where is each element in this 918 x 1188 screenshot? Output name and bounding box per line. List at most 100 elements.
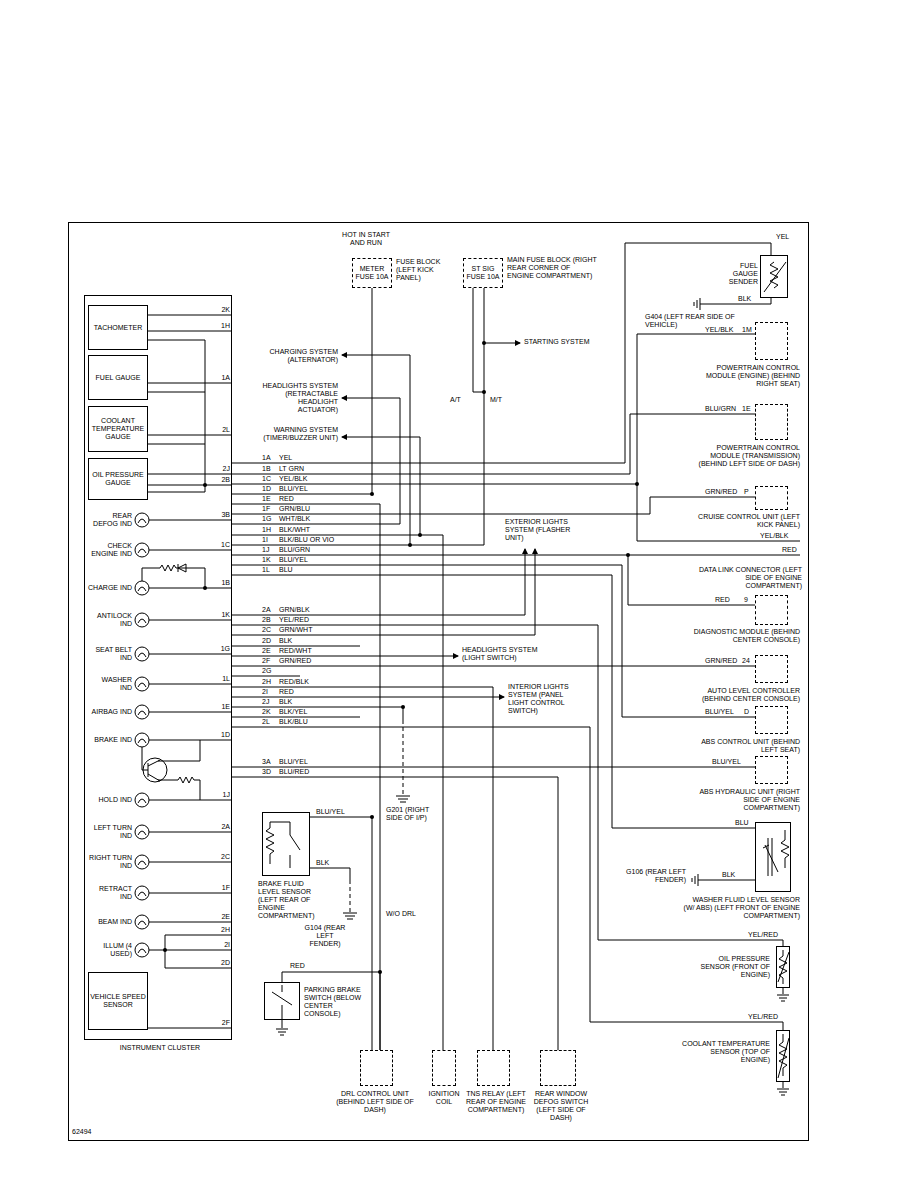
component-box: COOLANT TEMPERATURE SENSOR (TOP OF ENGIN… bbox=[776, 1030, 790, 1082]
wire-label: 1L bbox=[206, 675, 230, 683]
wire-label: 2D bbox=[206, 959, 230, 967]
wire-label: BLK/YEL bbox=[279, 708, 343, 716]
wire-label: AIRBAG IND bbox=[88, 708, 132, 716]
component-label: REAR WINDOW DEFOG SWITCH (LEFT SIDE OF D… bbox=[530, 1090, 592, 1122]
wire-label: BLK bbox=[738, 295, 758, 303]
wire-label: 1F bbox=[262, 505, 278, 513]
component-label: BRAKE FLUID LEVEL SENSOR (LEFT REAR OF E… bbox=[258, 880, 324, 920]
component-label: METER FUSE 10A bbox=[354, 265, 390, 281]
wire-label: 1E bbox=[742, 405, 754, 413]
wire-label: 2I bbox=[206, 941, 230, 949]
wire-label: 1G bbox=[206, 645, 230, 653]
cluster-housing: INSTRUMENT CLUSTERTACHOMETERFUEL GAUGECO… bbox=[84, 295, 232, 1040]
wire-label: BLK bbox=[279, 637, 343, 645]
resistor-symbol bbox=[764, 262, 786, 292]
wire-label: 1F bbox=[206, 884, 230, 892]
page-frame bbox=[69, 223, 809, 1141]
component-box: AUTO LEVEL CONTROLLER (BEHIND CENTER CON… bbox=[755, 655, 788, 683]
wire-label: 1B bbox=[206, 579, 230, 587]
component-label: VEHICLE SPEED SENSOR bbox=[90, 993, 146, 1009]
signal-arrow bbox=[232, 549, 535, 635]
wire-label: 9 bbox=[744, 596, 754, 604]
wire-label: 1I bbox=[262, 536, 278, 544]
wire-label: YEL bbox=[279, 454, 343, 462]
wire-label: M/T bbox=[490, 396, 510, 404]
wire-label: GRN/BLU bbox=[279, 505, 343, 513]
wire-label: 2H bbox=[206, 926, 230, 934]
wire-label: BLK/WHT bbox=[279, 526, 343, 534]
wire-label: YEL/RED bbox=[748, 931, 782, 939]
wire-label: 1K bbox=[206, 611, 230, 619]
junction-dot bbox=[401, 705, 405, 709]
switch-symbol bbox=[272, 985, 292, 1035]
wire-label: 2L bbox=[206, 426, 230, 434]
indicator-bulb bbox=[135, 581, 149, 595]
wire-label: 1J bbox=[262, 546, 278, 554]
junction-dot bbox=[163, 948, 167, 952]
wire-label: HEADLIGHTS SYSTEM (LIGHT SWITCH) bbox=[462, 646, 552, 662]
component-box: FUEL GAUGE bbox=[88, 355, 148, 400]
wire-label: 1D bbox=[262, 485, 278, 493]
indicator-bulb bbox=[135, 915, 149, 929]
component-label: PARKING BRAKE SWITCH (BELOW CENTER CONSO… bbox=[304, 986, 366, 1018]
wire-label: SEAT BELT IND bbox=[88, 646, 132, 662]
wire-label: HEADLIGHTS SYSTEM (RETRACTABLE HEADLIGHT… bbox=[262, 382, 338, 414]
component-label: ABS CONTROL UNIT (BEHIND LEFT SEAT) bbox=[690, 738, 800, 754]
component-label: COOLANT TEMPERATURE SENSOR (TOP OF ENGIN… bbox=[680, 1040, 770, 1064]
ground-symbol bbox=[694, 298, 771, 310]
wire-label: GRN/RED bbox=[705, 657, 739, 665]
component-box: TNS RELAY (LEFT REAR OF ENGINE COMPARTME… bbox=[477, 1050, 510, 1086]
component-label: FUSE BLOCK (LEFT KICK PANEL) bbox=[396, 258, 448, 282]
wire-label: BLK bbox=[722, 871, 742, 879]
junction-dot bbox=[203, 483, 207, 487]
wire-label: GRN/BLK bbox=[279, 606, 343, 614]
component-box: PARKING BRAKE SWITCH (BELOW CENTER CONSO… bbox=[264, 982, 300, 1020]
signal-arrow bbox=[342, 437, 420, 535]
wire-label: 2G bbox=[262, 667, 278, 675]
wire-label: 1A bbox=[262, 454, 278, 462]
wire-label: HOT IN START AND RUN bbox=[336, 231, 396, 247]
junction-dot bbox=[203, 586, 207, 590]
wire-label: BLU/YEL bbox=[316, 808, 350, 816]
switch-symbol bbox=[266, 822, 300, 868]
wire-label: 2K bbox=[262, 708, 278, 716]
wire-label: YEL/BLK bbox=[279, 475, 343, 483]
indicator-bulb bbox=[135, 513, 149, 527]
wire-label: YEL/RED bbox=[279, 616, 343, 624]
wire-label: BEAM IND bbox=[88, 918, 132, 926]
ground-symbol bbox=[396, 796, 410, 802]
indicator-bulb bbox=[135, 613, 149, 627]
signal-arrow bbox=[232, 549, 525, 615]
wire-label: 3A bbox=[262, 758, 278, 766]
signal-arrow bbox=[232, 398, 400, 524]
signal-arrow bbox=[342, 355, 410, 545]
component-label: COOLANT TEMPERATURE GAUGE bbox=[90, 417, 146, 441]
wire-label: 1H bbox=[206, 322, 230, 330]
wire-label: 2H bbox=[262, 678, 278, 686]
wire bbox=[232, 767, 755, 768]
wire-label: 2C bbox=[206, 853, 230, 861]
wire-label: CHECK ENGINE IND bbox=[88, 542, 132, 558]
wire-label: BLU/YEL bbox=[279, 556, 343, 564]
wire-label: 2I bbox=[262, 688, 278, 696]
signal-arrow bbox=[484, 343, 520, 344]
wire-label: 1E bbox=[262, 495, 278, 503]
wire-label: 62494 bbox=[72, 1128, 102, 1136]
bulb-filament bbox=[138, 519, 146, 953]
resistor-symbol bbox=[777, 950, 789, 1001]
wire bbox=[232, 288, 484, 545]
wire-label: 1C bbox=[206, 541, 230, 549]
wire bbox=[232, 687, 493, 1050]
signal-arrow bbox=[232, 656, 458, 657]
wire-label: BLU/YEL bbox=[712, 758, 746, 766]
wire bbox=[232, 535, 443, 1050]
component-box: ABS CONTROL UNIT (BEHIND LEFT SEAT) bbox=[755, 706, 788, 734]
component-label: MAIN FUSE BLOCK (RIGHT REAR CORNER OF EN… bbox=[507, 256, 597, 280]
component-label: DIAGNOSTIC MODULE (BEHIND CENTER CONSOLE… bbox=[690, 628, 800, 644]
component-label: FUEL GAUGE bbox=[90, 374, 146, 382]
wire-label: 2L bbox=[262, 718, 278, 726]
wire-label: 1C bbox=[262, 475, 278, 483]
wire-label: BLU bbox=[279, 566, 343, 574]
component-label: POWERTRAIN CONTROL MODULE (ENGINE) (BEHI… bbox=[690, 364, 800, 388]
